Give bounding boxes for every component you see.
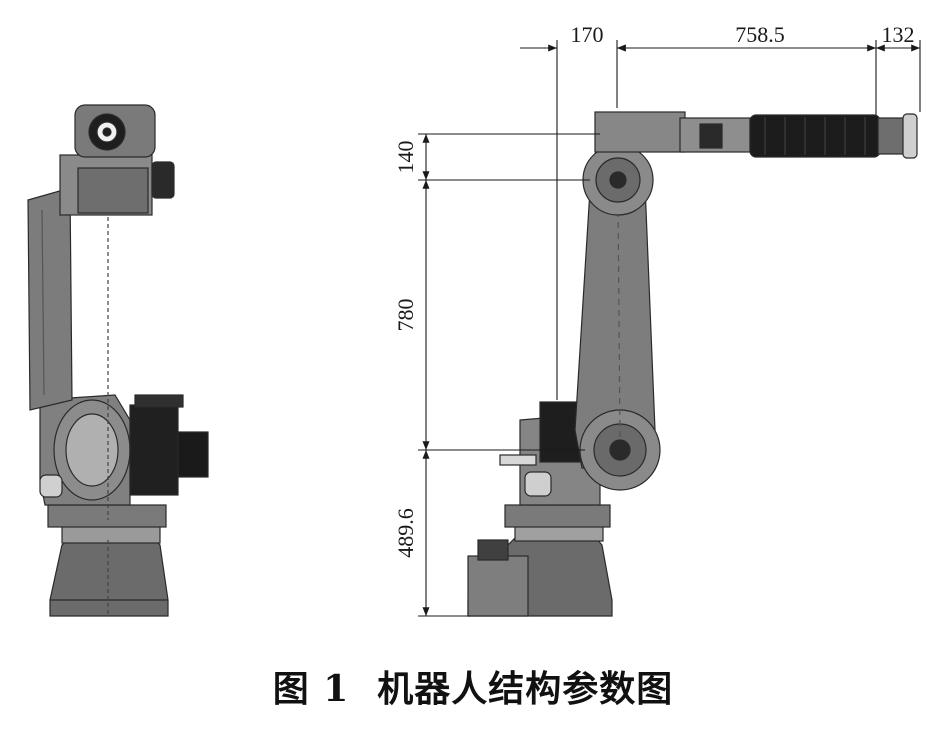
dim-top-132: 132 [882,22,915,47]
figure-number: 图 1 [272,668,350,710]
dim-top-170: 170 [571,22,604,47]
dim-top-758-5: 758.5 [735,22,785,47]
dim-left-140: 140 [393,141,418,174]
dim-left-780: 780 [393,299,418,332]
figure-title: 机器人结构参数图 [377,668,674,710]
figure-caption: 图 1 机器人结构参数图 [0,660,946,712]
robot-structure-diagram: 170 758.5 132 140 780 489.6 [27,22,921,617]
dim-left-489-6: 489.6 [393,508,418,558]
dimension-lines [418,40,921,617]
robot-side-view [27,104,209,617]
robot-front-view [467,111,918,617]
